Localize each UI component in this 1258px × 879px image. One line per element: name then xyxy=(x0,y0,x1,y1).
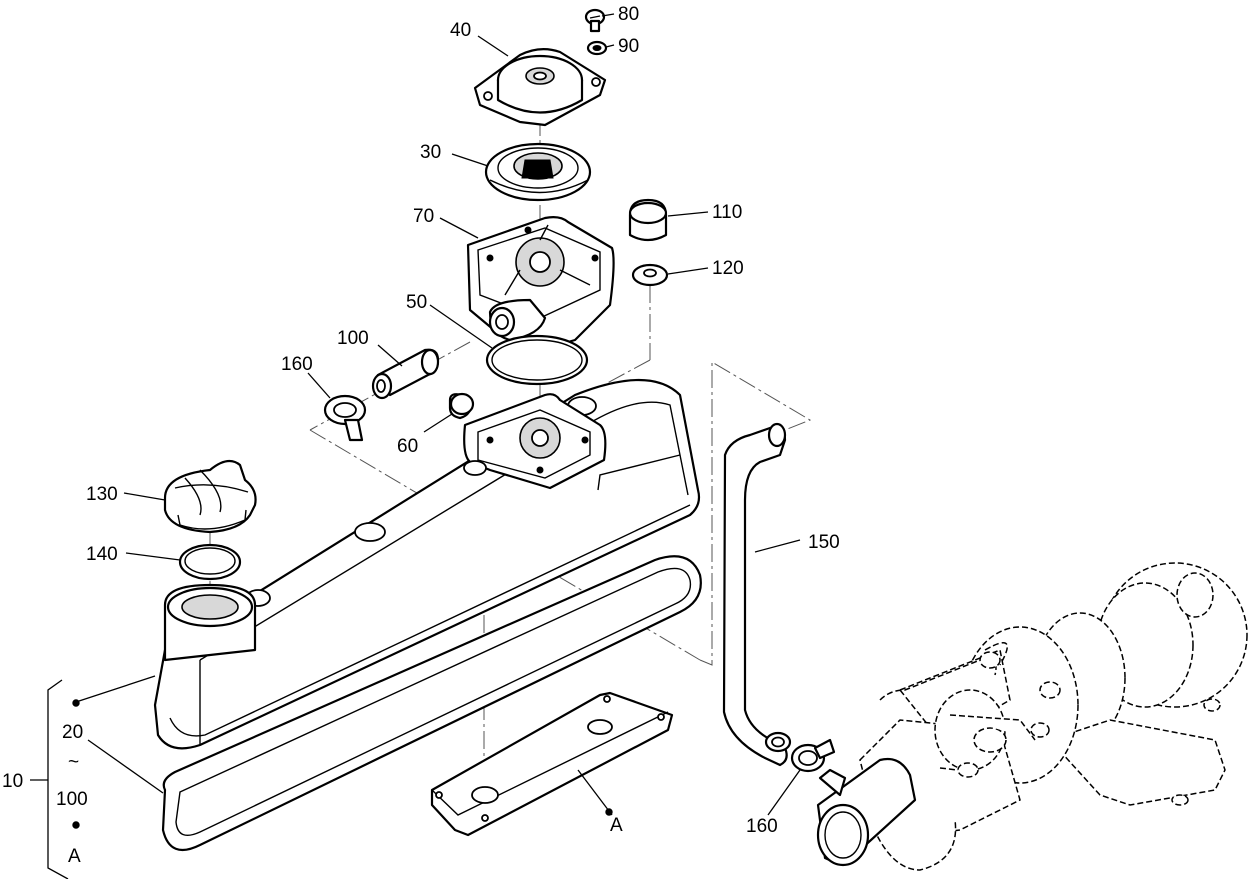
callout-90: 90 xyxy=(618,36,639,57)
washer-part-120 xyxy=(631,263,669,287)
oil-filler-neck xyxy=(163,583,257,662)
breather-seat xyxy=(463,393,607,490)
callout-a-left: A xyxy=(68,846,81,867)
callout-60: 60 xyxy=(397,436,418,457)
hose-clamp-part-160-bottom xyxy=(790,738,836,773)
plug-part-60 xyxy=(448,392,475,420)
o-ring-part-140 xyxy=(178,543,242,581)
o-ring-part-50 xyxy=(485,334,589,386)
range-symbol: ~ xyxy=(68,752,79,773)
cover-gasket xyxy=(161,555,702,852)
breather-hose-part-150 xyxy=(722,422,792,767)
outlet-elbow xyxy=(816,757,917,867)
callout-100: 100 xyxy=(337,328,369,349)
diaphragm-part-30 xyxy=(484,142,592,202)
callout-10: 10 xyxy=(2,771,23,792)
bullets xyxy=(72,699,613,829)
callout-150: 150 xyxy=(808,532,840,553)
breather-cap-part-40 xyxy=(473,48,607,127)
callout-120: 120 xyxy=(712,258,744,279)
cap-part-110 xyxy=(628,198,668,242)
callout-160-bottom: 160 xyxy=(746,816,778,837)
callout-labels: 80 90 40 30 70 110 120 50 100 160 60 130… xyxy=(2,4,840,867)
callout-30: 30 xyxy=(420,142,441,163)
callout-110: 110 xyxy=(712,202,742,223)
hose-clamp-part-160-top xyxy=(323,394,367,442)
oil-filler-cap-part-130 xyxy=(163,459,257,534)
callout-40: 40 xyxy=(450,20,471,41)
callout-130: 130 xyxy=(86,484,118,505)
callout-100-range: 100 xyxy=(56,789,88,810)
bracket-a xyxy=(430,691,674,837)
washer-part-90 xyxy=(586,40,608,56)
pipe-fitting-part-100 xyxy=(371,348,440,400)
breather-body-part-70 xyxy=(466,216,615,352)
turbocharger-reference xyxy=(859,562,1248,871)
callout-50: 50 xyxy=(406,292,427,313)
callout-140: 140 xyxy=(86,544,118,565)
screw-part-80 xyxy=(584,8,606,33)
leader-lines xyxy=(30,13,801,879)
callout-a-bracket: A xyxy=(610,815,623,836)
callout-80: 80 xyxy=(618,4,639,25)
callout-20: 20 xyxy=(62,722,83,743)
callout-160-top: 160 xyxy=(281,354,313,375)
callout-70: 70 xyxy=(413,206,434,227)
